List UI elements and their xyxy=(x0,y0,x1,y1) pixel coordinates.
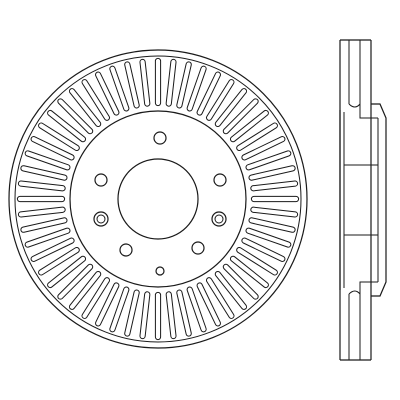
vent-slot xyxy=(248,217,296,233)
bolt-hole xyxy=(94,173,108,187)
vent-slot xyxy=(47,109,87,143)
vent-slot xyxy=(222,263,259,300)
vent-slot xyxy=(30,237,75,262)
locator-hole xyxy=(155,266,165,276)
hat-step-top xyxy=(359,104,378,119)
vent-gap-curve-bottom xyxy=(348,290,361,295)
disc-side-view xyxy=(339,39,387,361)
hat-outer-circle xyxy=(69,110,247,288)
threaded-hole-outer xyxy=(211,211,227,227)
vent-slot xyxy=(196,282,221,327)
vent-slot xyxy=(236,246,278,276)
bolt-hole xyxy=(153,131,167,145)
vent-slot xyxy=(241,136,286,161)
vent-slot xyxy=(154,57,162,107)
vent-slot xyxy=(236,122,278,152)
bolt-hole xyxy=(213,173,227,187)
threaded-hole-inner xyxy=(214,214,224,224)
vent-slot xyxy=(95,71,120,116)
vent-slot xyxy=(124,289,140,337)
vent-slot xyxy=(81,277,111,319)
hat-profile xyxy=(371,103,387,297)
vent-slot xyxy=(68,88,102,128)
vent-slot xyxy=(124,61,140,109)
vent-slot xyxy=(205,79,235,121)
vent-slot xyxy=(229,255,269,289)
vent-slot xyxy=(20,165,68,181)
vent-slot xyxy=(68,270,102,310)
vent-slot xyxy=(17,180,66,192)
vent-slot xyxy=(154,291,162,341)
vent-slot xyxy=(95,282,120,327)
bolt-hole xyxy=(191,241,205,255)
bolt-hole xyxy=(119,243,133,257)
vent-slot xyxy=(196,71,221,116)
threaded-hole-inner xyxy=(96,214,106,224)
disc-outer-edge xyxy=(8,49,308,349)
vent-gap-curve-top xyxy=(348,103,361,108)
vent-slot xyxy=(250,206,299,218)
vent-slot xyxy=(245,150,292,171)
vent-outer-boundary xyxy=(14,55,302,343)
vent-slot xyxy=(186,65,207,112)
vent-slot xyxy=(205,277,235,319)
vent-slot xyxy=(229,109,269,143)
vent-slot xyxy=(24,150,71,171)
threaded-hole-outer xyxy=(93,211,109,227)
vent-slot xyxy=(165,58,177,107)
vent-slot xyxy=(16,195,66,203)
vent-slot xyxy=(248,165,296,181)
vent-slot xyxy=(139,58,151,107)
vent-slot xyxy=(109,286,130,333)
vent-slot xyxy=(214,270,248,310)
hat-step-bottom xyxy=(359,281,378,294)
vent-slot xyxy=(214,88,248,128)
vent-slot xyxy=(24,227,71,248)
vent-slot xyxy=(57,98,94,135)
vent-slot xyxy=(47,255,87,289)
vent-slot xyxy=(30,136,75,161)
vent-slot xyxy=(81,79,111,121)
vent-slot xyxy=(176,289,192,337)
vent-slot xyxy=(250,195,300,203)
vent-slot xyxy=(241,237,286,262)
vent-slot xyxy=(245,227,292,248)
center-bore xyxy=(117,158,199,240)
vent-ring xyxy=(16,57,300,341)
vent-slot xyxy=(176,61,192,109)
vent-slot xyxy=(165,291,177,340)
vent-slot xyxy=(139,291,151,340)
vent-slot xyxy=(250,180,299,192)
vent-slot xyxy=(38,122,80,152)
bolt-hole-group xyxy=(93,131,227,276)
vent-slot xyxy=(17,206,66,218)
vent-slot xyxy=(57,263,94,300)
vent-slot xyxy=(109,65,130,112)
disc-front-view xyxy=(8,49,308,349)
vent-slot xyxy=(38,246,80,276)
vent-slot xyxy=(222,98,259,135)
vent-slot xyxy=(20,217,68,233)
vent-slot xyxy=(186,286,207,333)
